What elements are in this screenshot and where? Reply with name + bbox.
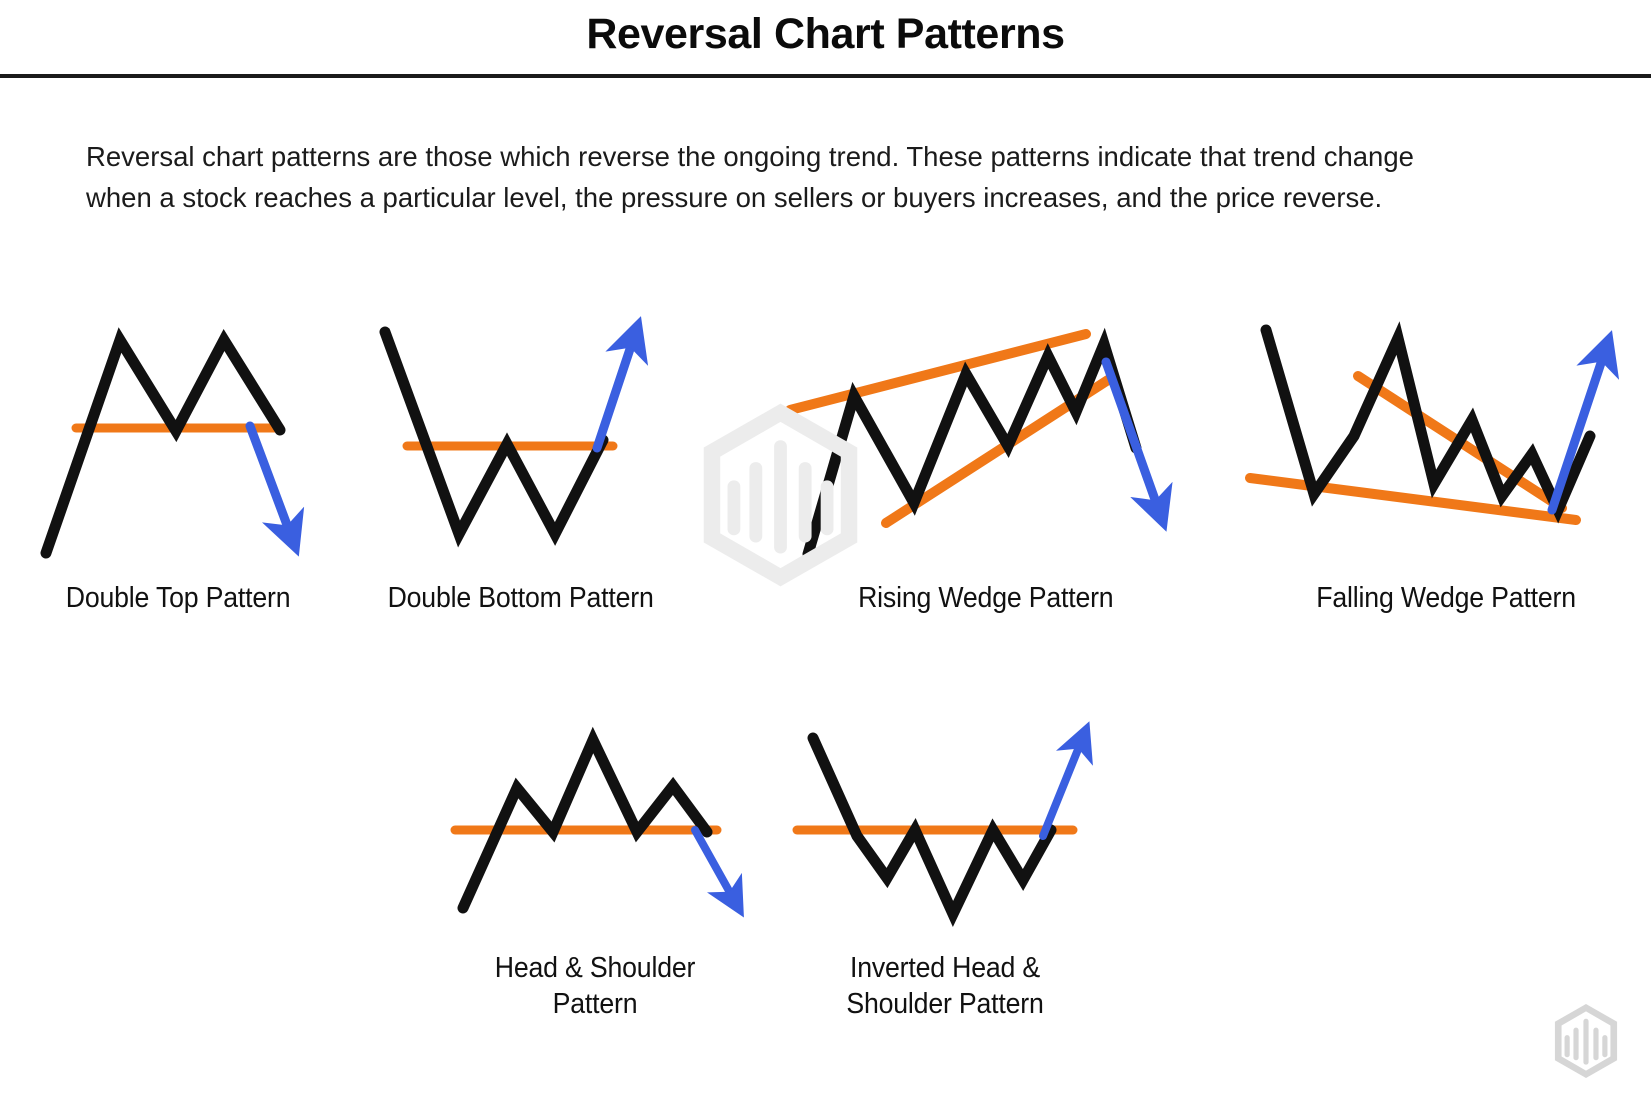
pattern-label-double-bottom: Double Bottom Pattern: [387, 582, 655, 614]
pattern-chart-head-shoulder: [445, 718, 745, 948]
breakdown-arrow-down-icon: [1101, 357, 1173, 532]
pattern-chart-rising-wedge: [785, 318, 1186, 578]
breakout-arrow-up-icon: [1039, 721, 1093, 840]
pattern-card-inverted-head-shoulder: Inverted Head & Shoulder Pattern: [780, 718, 1110, 1022]
breakout-arrow-up-icon: [592, 316, 649, 453]
price-line: [1260, 321, 1596, 524]
pattern-chart-double-bottom: [371, 316, 671, 578]
pattern-card-head-shoulder: Head & Shoulder Pattern: [430, 718, 760, 1022]
price-line: [457, 726, 713, 914]
intro-paragraph: Reversal chart patterns are those which …: [86, 140, 1414, 213]
pattern-row-bottom: Head & Shoulder Pattern Inverted Head & …: [0, 718, 1651, 1022]
breakdown-arrow-down-icon: [691, 826, 744, 918]
breakout-arrow-up-icon: [1547, 330, 1620, 515]
pattern-card-double-top: Double Top Pattern: [18, 318, 338, 616]
price-line: [807, 732, 1057, 928]
pattern-label-head-shoulder: Head & Shoulder Pattern: [494, 952, 696, 1020]
page-header: Reversal Chart Patterns: [0, 0, 1651, 78]
price-line: [379, 326, 609, 548]
pattern-label-double-top: Double Top Pattern: [65, 582, 291, 614]
price-line: [40, 327, 286, 559]
breakout-arrow-down-icon: [245, 421, 305, 557]
pattern-card-falling-wedge: Falling Wedge Pattern: [1245, 318, 1646, 616]
trendline-lower-support-falling: [1245, 473, 1581, 525]
pattern-chart-double-top: [28, 318, 328, 578]
trendline-upper-resistance-rising: [785, 329, 1091, 415]
pattern-label-inverted-head-shoulder: Inverted Head & Shoulder Pattern: [846, 952, 1044, 1020]
pattern-card-rising-wedge: Rising Wedge Pattern: [785, 318, 1186, 616]
pattern-chart-inverted-head-shoulder: [792, 718, 1095, 948]
pattern-label-rising-wedge: Rising Wedge Pattern: [858, 582, 1114, 614]
price-line: [802, 327, 1142, 560]
pattern-row-top: Double Top Pattern Double Bottom Pattern: [0, 316, 1651, 616]
pattern-chart-falling-wedge: [1245, 318, 1646, 578]
pattern-card-double-bottom: Double Bottom Pattern: [356, 316, 686, 616]
page-title: Reversal Chart Patterns: [586, 9, 1065, 58]
pattern-label-falling-wedge: Falling Wedge Pattern: [1316, 582, 1576, 614]
